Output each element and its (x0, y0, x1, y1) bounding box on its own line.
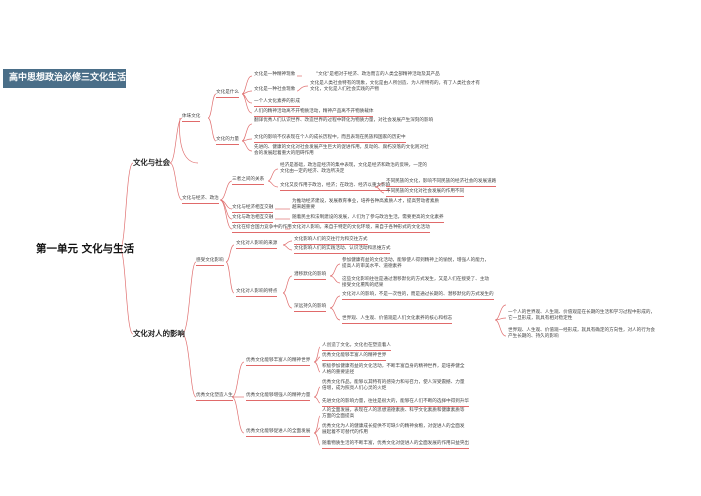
node-features: 文化对人影响的特点 (236, 289, 278, 297)
node-item: 文化影响人们的实践活动、认识活动和思维方式 (294, 246, 391, 254)
node-economic-ties: 文化与经济相互交融 (232, 205, 274, 213)
node-feel-influence: 感受文化影响 (196, 258, 224, 266)
node-culture-power: 文化的力量 (216, 137, 239, 145)
node-item: 文化对人影响，来自于特定的文化环境，来自于各种形式的文化活动 (292, 225, 430, 233)
node-item: 文化是人类社会特有的现象，文化是由人所创造、为人所特有的，有了人类社会才有文化，… (310, 81, 480, 92)
node-item: 世界观、人生观、价值观是人们文化素养的核心和标志 (342, 316, 453, 324)
node-item: "文化"是相对于经济、政治而言的人类全部精神活动及其产品 (316, 72, 440, 77)
node-item: 不同民族的文化对社会发展的作用不同 (386, 189, 465, 197)
node-item: 世界观、人生观、价值观一经形成，就具有确定的方向性，对人的行为会产生长期的、持久… (508, 328, 656, 339)
node-item: 经济是基础，政治是经济的集中表现，文化是经济和政治的反映，一定的文化由一定的经济… (280, 163, 428, 174)
node-item: 先进的、健康的文化对社会发展产生巨大的促进作用，反动的、腐朽没落的文化则对社会的… (254, 145, 429, 156)
node-what-is-culture: 文化是什么 (216, 90, 239, 98)
node-item: 文化是一种社会现象 (254, 87, 296, 92)
node-politics: 文化与政治相互交融 (232, 215, 274, 223)
node-item: 人的全面发展，表现在人的思想道德素质、科学文化素质和健康素质等方面的全面提高 (322, 408, 465, 419)
node-item: 文化对人的影响，不是一次性的，而是通过长期的、潜移默化的方式发生的 (342, 292, 494, 300)
node-subtle: 潜移默化的影响 (294, 272, 327, 280)
node-item: 先进文化的影响力量，往往是很大的，能够在人们不断的选择中得到升华 (322, 399, 470, 407)
node-item: 人们的精神活动离不开物质活动，精神产品离不开物质载体 (254, 109, 374, 117)
node-item: 优秀文化能够丰富人的精神世界 (322, 353, 387, 361)
node-deep: 深远持久的影响 (294, 304, 327, 312)
node-item: 翻译优秀人们认识世界、改造世界的过程中转化为物质力量，对社会发展产生深刻的影响 (254, 118, 434, 123)
node-item: 不同民族的文化，影响不同民族的经济社会的发展道路 (386, 179, 497, 187)
node-item: 一个人文化素养的形成 (254, 99, 300, 107)
node-embody-culture: 体味文化 (182, 114, 201, 122)
node-shape-life: 优秀文化塑造人生 (196, 393, 233, 401)
node-item: 随着民主和法制建设的发展，人们为了参与政治生活，需要更高的文化素养 (292, 215, 444, 223)
node-strength: 文化在综合国力竞争中的作用 (232, 225, 292, 233)
branch-culture-influence: 文化对人的影响 (133, 329, 185, 338)
node-strengthen: 优秀文化能够增强人的精神力量 (246, 393, 311, 401)
node-culture-economy-politics: 文化与经济、政治 (182, 196, 219, 204)
node-enrich: 优秀文化能够丰富人的精神世界 (246, 358, 311, 366)
node-develop: 优秀文化能够促进人的全面发展 (246, 429, 311, 437)
node-item: 参加健康有益的文化活动，能够使人得到精神上的愉悦，增强人的能力，提高人的审美水平… (342, 258, 490, 269)
node-relation: 三者之间的关系 (232, 177, 265, 185)
node-item: 随着物质生活的不断丰富，优秀文化对促进人的全面发展的作用日益突出 (322, 441, 470, 449)
node-item: 文化的影响不仅表现在个人的成长历程中，而且表现在民族和国家的历史中 (254, 135, 406, 143)
node-item: 文化影响人们的交往行为和交往方式 (294, 237, 368, 245)
branch-culture-society: 文化与社会 (133, 158, 170, 167)
node-item: 为推动经济建设，发展教育事业，培养各种高素质人才，提高劳动者素质越来越重要 (292, 199, 440, 210)
page-title: 高中思想政治必修三文化生活 (3, 69, 126, 88)
node-item: 人创造了文化，文化也在塑造着人 (322, 343, 391, 351)
node-item: 优秀文化作品，能够以其特有的感染力和号召力，使人深受震撼、力量倍增，成为照亮人们… (322, 380, 465, 391)
root-node: 第一单元 文化与生活 (36, 243, 135, 255)
node-item: 一个人的世界观、人生观、价值观是在长期的生活和学习过程中形成的，它一旦形成，就具… (508, 310, 656, 321)
node-item: 优秀文化为人的健康成长提供不可缺少的精神食粮，对促进人的全面发展起着不可替代的作… (322, 424, 465, 435)
node-item: 这些文化影响往往是通过潜移默化的方式发生，又是人们在接受了、主动接受文化熏陶的结… (342, 277, 490, 288)
node-item: 文化又反作用于政治，经济；在政治、经济以重大影响 (280, 183, 391, 191)
node-source: 文化对人影响的来源 (236, 241, 278, 249)
node-item: 积极参加健康有益的文化活动，不断丰富自身的精神世界，是培养健全人格的重要途径 (322, 364, 465, 375)
node-item: 文化是一种精神现象 (254, 72, 296, 77)
